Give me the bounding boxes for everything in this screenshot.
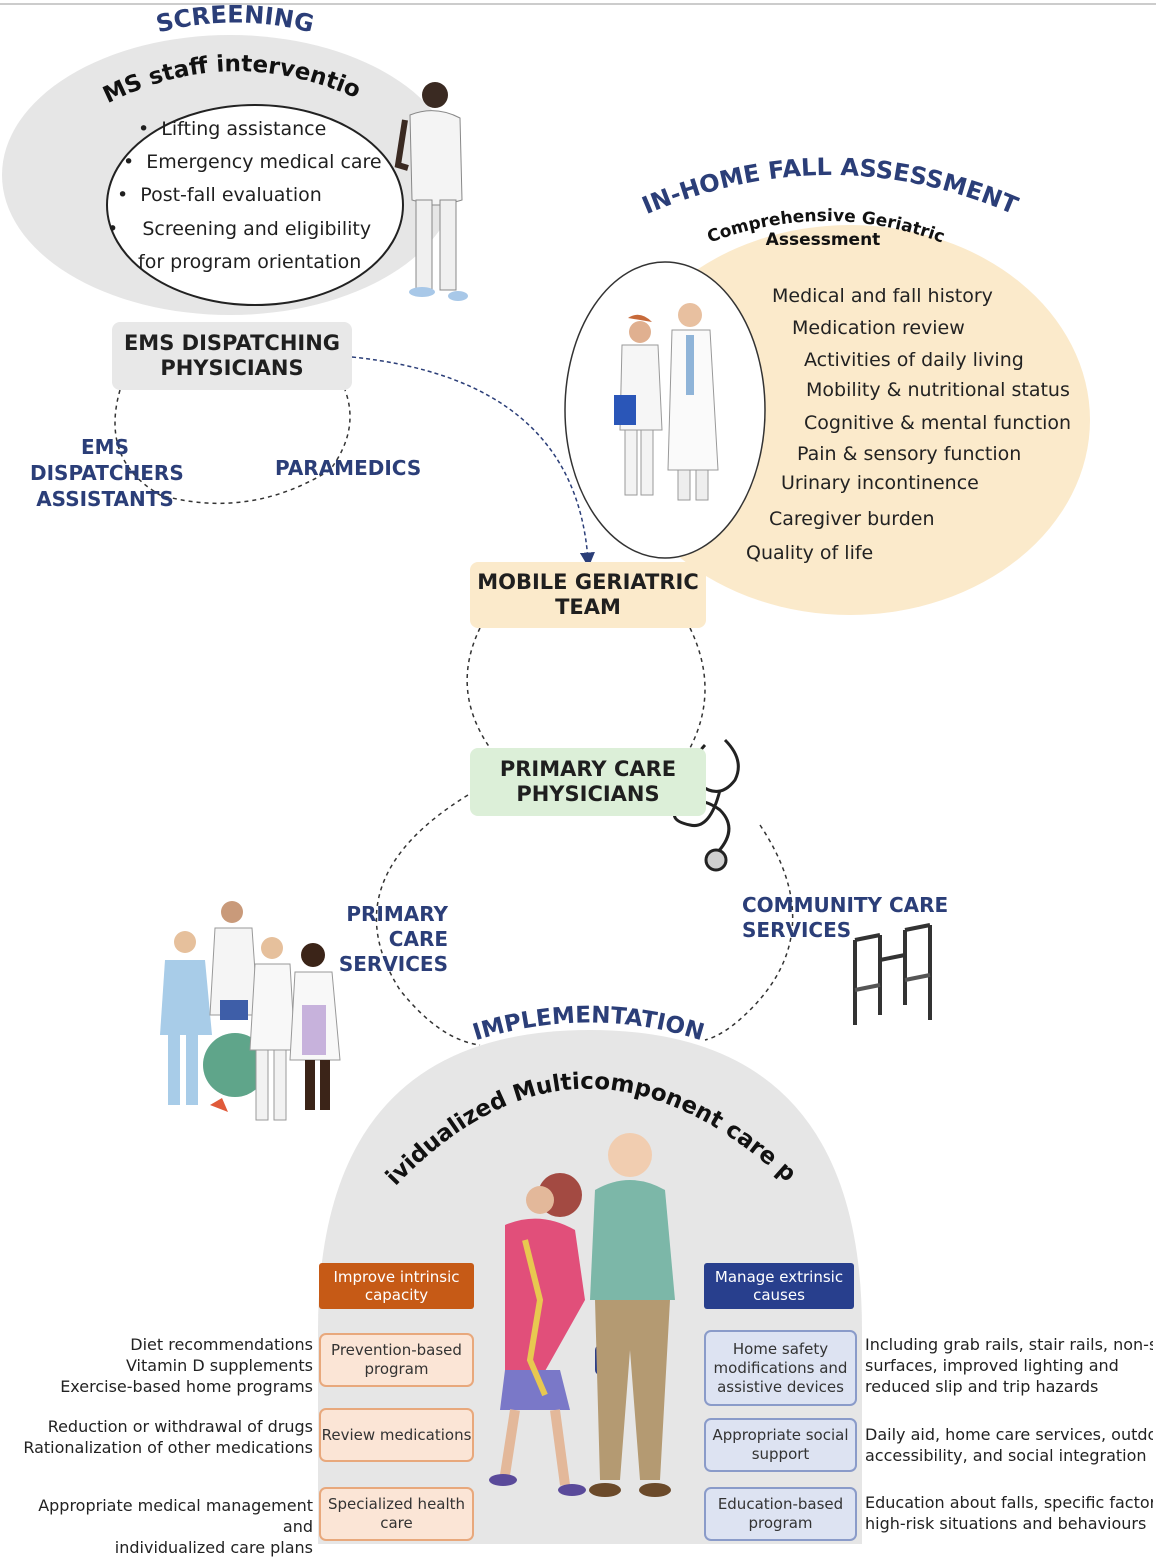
cga-item: Activities of daily living	[804, 349, 1024, 371]
cga-title-line2: Assessment	[766, 230, 881, 250]
ems-intervention-circle	[106, 104, 404, 306]
clinicians-illustration	[614, 303, 719, 501]
cga-item: Urinary incontinence	[781, 472, 979, 494]
ems-dispatchers-label: EMS DISPATCHERS ASSISTANTS	[30, 435, 184, 511]
community-care-services-label: COMMUNITY CARE SERVICES	[742, 893, 949, 942]
bullet-lifting-assistance: • Lifting assistance	[138, 118, 327, 140]
services-loop-left	[375, 794, 481, 1046]
social-support-details: Daily aid, home care services, outdoor a…	[865, 1425, 1153, 1465]
home-safety-details: Including grab rails, stair rails, non-s…	[865, 1335, 1153, 1396]
intrinsic-header: Improve intrinsic capacity	[319, 1263, 474, 1309]
primary-care-services-label: PRIMARY CARE SERVICES	[338, 902, 448, 976]
team-loop-right	[689, 627, 706, 749]
bullet-post-fall: • Post-fall evaluation	[117, 184, 322, 206]
cga-item: Caregiver burden	[769, 508, 935, 530]
walker-illustration	[853, 923, 932, 1025]
cga-item: Pain & sensory function	[797, 443, 1022, 465]
prevention-details: Diet recommendations Vitamin D supplemen…	[60, 1335, 313, 1396]
care-workers-illustration	[160, 901, 341, 1121]
elderly-couple-illustration	[489, 1133, 675, 1497]
social-support-pill: Appropriate social support	[704, 1418, 857, 1472]
cga-item: Medication review	[792, 317, 965, 339]
review-medications-pill: Review medications	[319, 1408, 474, 1462]
cga-item: Cognitive & mental function	[804, 412, 1072, 434]
cga-item: Mobility & nutritional status	[806, 379, 1070, 401]
education-details: Education about falls, specific factors,…	[865, 1493, 1153, 1533]
screening-title: SCREENING	[153, 0, 316, 38]
dispatch-loop	[114, 389, 351, 505]
bullet-continuation: for program orientation	[138, 251, 362, 273]
dispatch-to-team-arrow	[351, 356, 595, 568]
extrinsic-header: Manage extrinsic causes	[704, 1263, 854, 1309]
medication-details: Reduction or withdrawal of drugs Rationa…	[23, 1417, 313, 1457]
cga-item: Medical and fall history	[772, 285, 993, 307]
specialized-care-pill: Specialized health care	[319, 1487, 474, 1541]
paramedics-label: PARAMEDICS	[275, 456, 422, 480]
bullet-screening: • Screening and eligibility	[107, 218, 372, 240]
bullet-emergency-care: • Emergency medical care	[123, 151, 382, 173]
ems-worker-illustration	[394, 82, 468, 301]
home-safety-pill: Home safety modifications and assistive …	[704, 1330, 857, 1406]
services-loop-right	[704, 824, 794, 1041]
geriatric-team-circle	[564, 261, 766, 559]
education-program-pill: Education-based program	[704, 1487, 857, 1541]
cga-item: Quality of life	[746, 542, 874, 564]
prevention-program-pill: Prevention-based program	[319, 1333, 474, 1387]
specialized-care-details: Appropriate medical management and indiv…	[38, 1496, 313, 1557]
team-loop-left	[466, 627, 491, 749]
